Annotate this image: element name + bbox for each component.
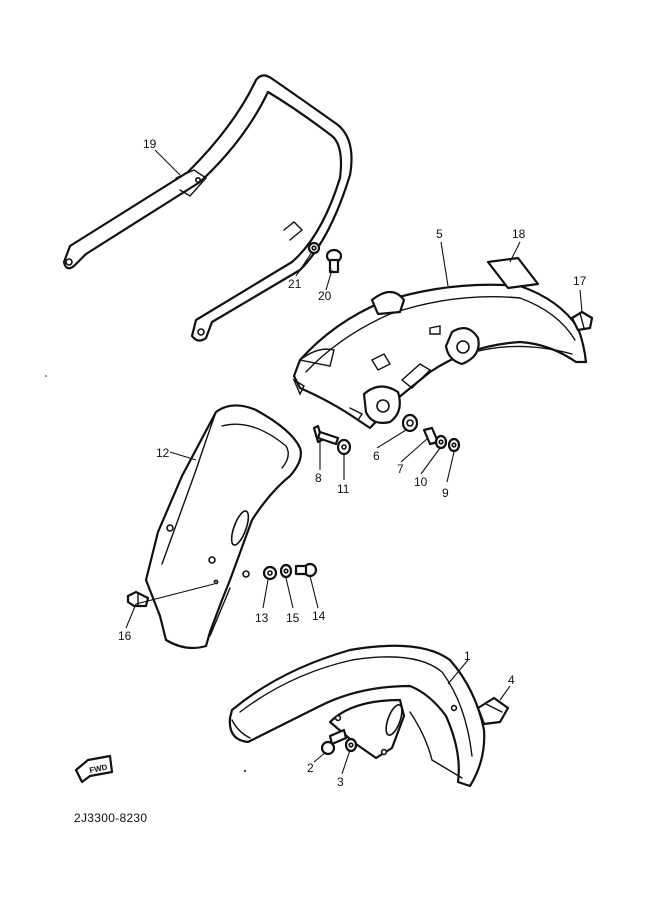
callout-17: 17 [573, 274, 587, 288]
bolt-20 [325, 248, 343, 274]
collar-6 [401, 413, 419, 433]
decal [486, 256, 540, 290]
reference-code: 2J3300-8230 [74, 811, 147, 825]
callout-8: 8 [315, 471, 322, 485]
speck [45, 375, 47, 377]
rear-flap [144, 404, 302, 650]
callout-16: 16 [118, 629, 132, 643]
bolt-8 [312, 424, 340, 446]
callout-18: 18 [512, 227, 526, 241]
grommet [570, 310, 594, 332]
washer-10 [434, 434, 448, 450]
grab-bar [62, 74, 353, 342]
bolt-2 [320, 728, 348, 756]
callout-19: 19 [143, 137, 157, 151]
callout-15: 15 [286, 611, 300, 625]
reflector [476, 696, 510, 726]
callout-21: 21 [288, 277, 302, 291]
callout-12: 12 [156, 446, 170, 460]
callout-20: 20 [318, 289, 332, 303]
callout-6: 6 [373, 449, 380, 463]
nut-9 [447, 437, 461, 453]
callout-13: 13 [255, 611, 269, 625]
callout-4: 4 [508, 673, 515, 687]
leader-lines [125, 149, 583, 775]
callouts: 19 5 18 17 21 20 6 7 10 9 8 11 12 13 15 … [118, 137, 587, 789]
callout-14: 14 [312, 609, 326, 623]
callout-10: 10 [414, 475, 428, 489]
callout-7: 7 [397, 462, 404, 476]
callout-11: 11 [337, 482, 350, 496]
washer-21 [307, 241, 321, 255]
bolt-14 [294, 562, 318, 578]
washer-15 [279, 563, 293, 579]
rear-fender [292, 283, 588, 430]
callout-3: 3 [337, 775, 344, 789]
washer-13 [262, 565, 278, 581]
callout-9: 9 [442, 486, 449, 500]
forward-arrow-icon: FWD [74, 754, 114, 784]
callout-5: 5 [436, 227, 443, 241]
callout-1: 1 [464, 649, 471, 663]
direction-label: FWD [89, 762, 109, 775]
washer-3 [344, 737, 358, 753]
front-fender [228, 644, 486, 788]
washer-11 [336, 438, 352, 456]
callout-2: 2 [307, 761, 314, 775]
speck [244, 770, 246, 772]
